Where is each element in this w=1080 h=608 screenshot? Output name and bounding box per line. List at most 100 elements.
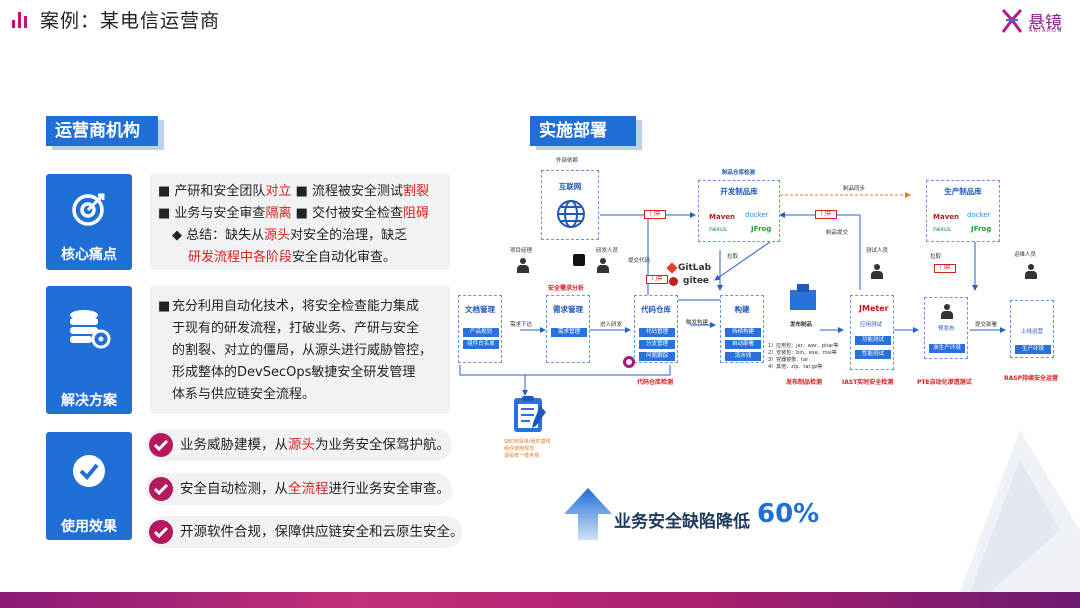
req-item: 需求管理	[551, 328, 587, 337]
effect-item-3: 开源软件合规，保障供应链安全和云原生安全。	[146, 516, 464, 548]
solution-line-5: 体系与供应链安全流程。	[172, 387, 316, 402]
enter-dev-label: 进入研发	[600, 322, 623, 328]
effect-text-1: 业务威胁建模，从源头为业务安全保驾护航。	[180, 437, 450, 453]
label-rasp-check: RASP持续安全运营	[1004, 375, 1058, 382]
package-lid-icon	[797, 284, 809, 292]
check-circle-icon	[73, 455, 105, 487]
gate-dev-repo: 门禁	[815, 210, 837, 219]
artifact-list-2: 2）安装包：bin、exe、msi等	[768, 350, 837, 356]
prod-node: 上线运营 生产环境	[1010, 300, 1054, 358]
gitlab-logo: GitLab	[678, 263, 712, 273]
solution-label: 解决方案	[61, 393, 117, 409]
build-title: 构建	[734, 305, 750, 314]
build-item: 流水线	[725, 352, 761, 361]
gitee-logo: gitee	[683, 276, 710, 286]
bottom-stripe	[0, 592, 1080, 608]
prod-repo-title: 生产制品库	[944, 187, 982, 196]
pull-label-2: 拉取	[930, 254, 942, 260]
req-down-label: 需求下达	[510, 322, 533, 328]
gitee-g-icon	[669, 277, 678, 286]
effect-item-1: 业务威胁建模，从源头为业务安全保驾护航。	[146, 429, 452, 461]
check-icon	[149, 520, 173, 544]
pre-title: 预发布	[938, 326, 955, 332]
pre-item: 准生产环境	[929, 344, 965, 353]
prod-repo-node: 生产制品库 Maven docker nexus JFrog	[926, 180, 1000, 242]
build-node: 构建 持续构建 自动部署 流水线	[720, 295, 764, 363]
iast-title: 应用测试	[860, 322, 883, 328]
decorative-shape	[960, 430, 1080, 592]
sbom-2: 组件使用规范	[504, 446, 535, 452]
internet-node: 互联网	[541, 170, 599, 240]
person-icon	[870, 264, 884, 279]
section-title-org: 运营商机构	[46, 116, 158, 146]
effect-text-2: 安全自动检测，从全流程进行业务安全审查。	[180, 481, 450, 497]
person-icon	[940, 304, 954, 319]
iast-item: 性能测试	[855, 350, 891, 359]
label-pte-check: PTE自动化渗透测试	[917, 379, 972, 386]
solution-line-2: 于现有的研发流程，打破业务、产研与安全	[172, 321, 420, 336]
check-icon	[149, 477, 173, 501]
globe-icon	[557, 200, 585, 228]
ops-label: 运维人员	[1014, 252, 1037, 258]
pain-card: 核心痛点	[46, 174, 132, 270]
stat-number: 60%	[757, 499, 820, 529]
bars-icon	[12, 10, 32, 28]
pain-line-2: ■ 业务与安全审查隔离 ■ 交付被安全检查阻碍	[158, 206, 430, 221]
artifact-list-4: 4）其他：zip、tar.gz等	[768, 364, 823, 370]
pull-label-1: 拉取	[727, 254, 739, 260]
artifact-list-3: 3）容器镜像：tar	[768, 357, 809, 363]
artifact-check-label: 制品仓库检测	[722, 170, 756, 176]
solution-line-4: 形成整体的DevSecOps敏捷安全研发管理	[172, 365, 416, 380]
effect-item-2: 安全自动检测，从全流程进行业务安全审查。	[146, 473, 452, 505]
prod-item: 生产环境	[1015, 345, 1051, 354]
label-code-check: 代码仓库检测	[637, 379, 674, 386]
req-title: 需求管理	[553, 305, 583, 314]
effect-card: 使用效果	[46, 432, 132, 540]
pain-line-1: ■ 产研和安全团队对立 ■ 流程被安全测试割裂	[158, 184, 430, 199]
docker-logo: docker	[967, 211, 991, 219]
nexus-logo: nexus	[933, 226, 951, 233]
internet-title: 互联网	[558, 182, 582, 191]
effect-label: 使用效果	[61, 519, 117, 535]
prod-title: 上线运营	[1021, 329, 1044, 335]
dev-label: 研发人员	[596, 248, 619, 254]
build-item: 自动部署	[725, 340, 761, 349]
build-item: 持续构建	[725, 328, 761, 337]
dev-repo-title: 开发制品库	[720, 187, 758, 196]
pain-line-3: ◆ 总结：缺失从源头对安全的治理，缺乏	[172, 228, 408, 243]
nexus-logo: nexus	[709, 226, 727, 233]
doc-node: 文档管理 产品规划 组件白名单	[458, 295, 502, 363]
solution-line-3: 的割裂、对立的僵局，从源头进行威胁管控，	[172, 343, 433, 358]
package-box-icon	[790, 290, 816, 310]
trigger-build-label: 触发构建	[686, 320, 709, 326]
commit-label: 提交代码	[628, 258, 651, 264]
gate-code: 门禁	[646, 275, 668, 284]
pain-panel	[150, 174, 450, 270]
person-icon	[516, 258, 530, 273]
sbom-3: 退役统一技术栈	[504, 453, 540, 459]
dev-repo-node: 开发制品库 Maven docker nexus JFrog	[698, 180, 780, 242]
person-icon	[1024, 264, 1038, 279]
doc-item: 组件白名单	[463, 340, 499, 349]
label-iast-check: IAST实时安全检测	[842, 379, 894, 386]
sync-label: 制品同步	[843, 186, 866, 192]
pain-line-4: 研发流程中各阶段安全自动化审查。	[188, 250, 397, 265]
jfrog-logo: JFrog	[751, 225, 772, 233]
company-logo-icon	[1001, 8, 1023, 33]
code-title: 代码仓库	[641, 305, 671, 314]
doc-item: 产品规划	[463, 328, 499, 337]
pre-node: 预发布 准生产环境	[924, 297, 968, 359]
section-title-deploy: 实施部署	[530, 116, 636, 146]
tester-label: 测试人员	[866, 248, 889, 254]
iast-node: JMeter 应用测试 功能测试 性能测试	[850, 295, 894, 370]
solution-card: 解决方案	[46, 286, 132, 414]
doc-title: 文档管理	[465, 305, 495, 314]
header-bar: 案例：某电信运营商 悬镜 ANIARON	[0, 0, 1080, 38]
logo-text: 悬镜	[1028, 13, 1062, 33]
stat-text: 业务安全缺陷降低	[614, 512, 750, 532]
code-item: 代码管理	[639, 328, 675, 337]
target-icon	[72, 193, 105, 226]
sec-req-label: 安全需求分析	[548, 285, 585, 292]
pain-label: 核心痛点	[61, 247, 117, 263]
jmeter-logo: JMeter	[859, 304, 889, 313]
